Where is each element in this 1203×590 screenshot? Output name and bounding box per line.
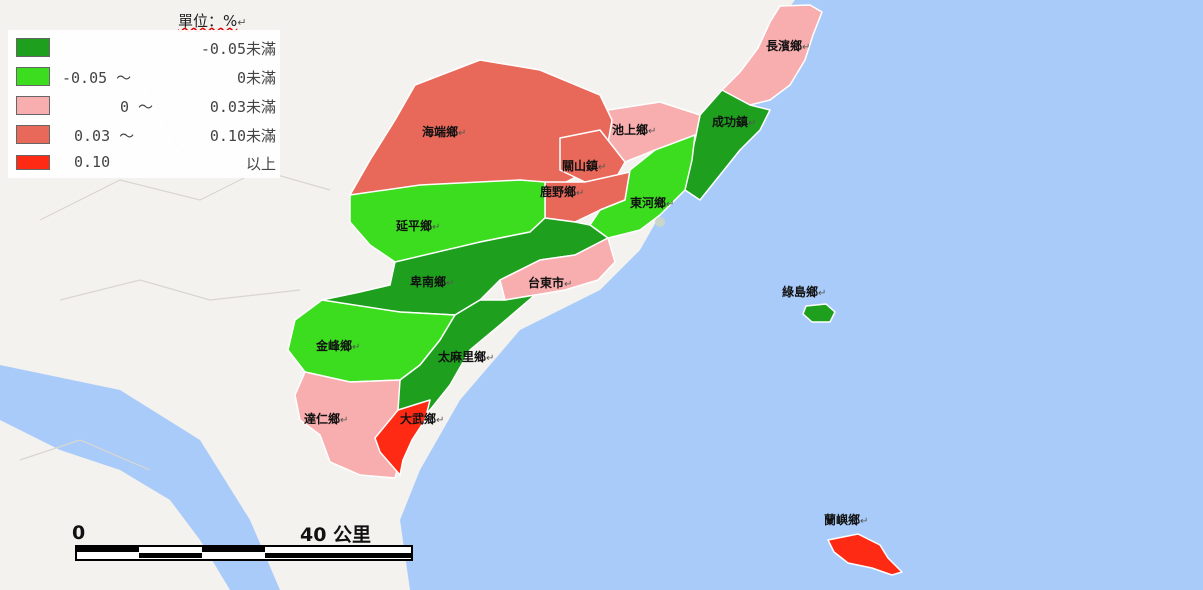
township-lyudao[interactable] (802, 303, 836, 323)
scale-end-label: 40 公里 (300, 524, 372, 546)
legend-item: 0.10 以上 (8, 151, 280, 173)
label-lyudao: 綠島鄉↵ (782, 284, 826, 299)
label-changbin: 長濱鄉↵ (766, 38, 810, 53)
label-lanyu: 蘭嶼鄉↵ (824, 512, 868, 527)
legend-item: 0.03 ～ 0.10未滿 (8, 123, 280, 145)
township-changbin[interactable] (721, 4, 823, 106)
label-donghe: 東河鄉↵ (630, 195, 674, 210)
legend-swatch (16, 155, 50, 170)
legend-item: 0 ～ 0.03未滿 (8, 94, 280, 116)
label-beinan: 卑南鄉↵ (410, 274, 454, 289)
township-donghe[interactable] (589, 134, 696, 239)
legend-swatch (16, 125, 50, 144)
scale-bar (75, 545, 413, 561)
label-daren: 達仁鄉↵ (304, 411, 348, 426)
label-chishang: 池上鄉↵ (612, 122, 656, 137)
township-labels: 長濱鄉↵ 池上鄉↵ 成功鎮↵ 海端鄉↵ 關山鎮↵ 鹿野鄉↵ 東河鄉↵ 延平鄉↵ … (304, 38, 868, 527)
label-jinfeng: 金峰鄉↵ (315, 338, 360, 353)
legend-swatch (16, 38, 50, 57)
label-yanping: 延平鄉↵ (395, 218, 440, 233)
unit-label: 單位：%↵ (178, 12, 247, 30)
label-taimali: 太麻里鄉↵ (438, 349, 494, 364)
legend: -0.05未滿 -0.05 ～ 0未滿 0 ～ 0.03未滿 0.03 ～ 0.… (8, 30, 280, 178)
city-marker (655, 217, 665, 227)
township-dawu[interactable] (374, 399, 431, 476)
scale-start-label: 0 (72, 522, 86, 544)
township-taitung-city[interactable] (499, 237, 616, 301)
label-taitung-city: 台東市↵ (528, 275, 572, 290)
label-haiduan: 海端鄉↵ (422, 124, 466, 139)
label-chenggong: 成功鎮↵ (712, 114, 756, 129)
label-dawu: 大武鄉↵ (400, 411, 444, 426)
label-guanshan: 關山鎮↵ (562, 158, 606, 173)
label-luye: 鹿野鄉↵ (540, 184, 584, 199)
legend-swatch (16, 67, 50, 86)
township-lanyu[interactable] (827, 533, 903, 576)
legend-item: -0.05未滿 (8, 36, 280, 58)
legend-item: -0.05 ～ 0未滿 (8, 65, 280, 87)
township-daren[interactable] (294, 371, 401, 479)
townships (287, 4, 903, 576)
legend-swatch (16, 96, 50, 115)
